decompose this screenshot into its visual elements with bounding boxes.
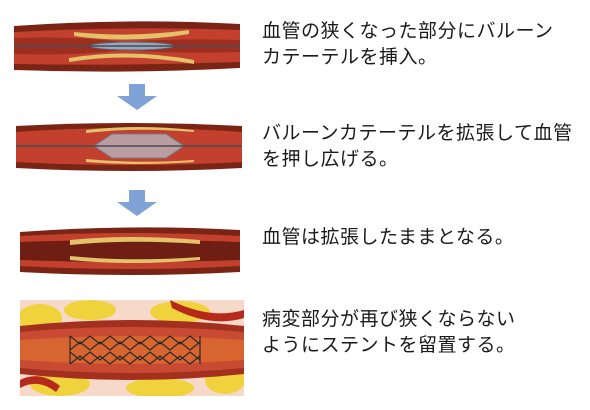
step2-caption: バルーンカテーテルを拡張して血管 を押し広げる。 bbox=[262, 122, 573, 170]
plaque-lower bbox=[69, 53, 194, 64]
step3-caption: 血管は拡張したままとなる。 bbox=[262, 226, 515, 248]
plaque-upper bbox=[74, 30, 189, 40]
down-arrow-icon bbox=[117, 84, 157, 110]
plaque-lower bbox=[70, 256, 200, 263]
step1-vessel-illustration bbox=[14, 21, 240, 72]
down-arrow-icon bbox=[117, 190, 157, 216]
plaque-upper bbox=[86, 127, 194, 133]
stent-mesh bbox=[69, 335, 201, 365]
step4-vessel-illustration bbox=[20, 300, 244, 396]
step3-vessel-illustration bbox=[20, 227, 240, 275]
step2-vessel-illustration bbox=[16, 123, 242, 171]
step1-caption: 血管の狭くなった部分にバルーン カテーテルを挿入。 bbox=[262, 20, 554, 68]
plaque-lower bbox=[86, 159, 194, 164]
plaque-upper bbox=[70, 237, 200, 245]
step4-caption: 病変部分が再び狭くならない ようにステントを留置する。 bbox=[262, 308, 516, 356]
